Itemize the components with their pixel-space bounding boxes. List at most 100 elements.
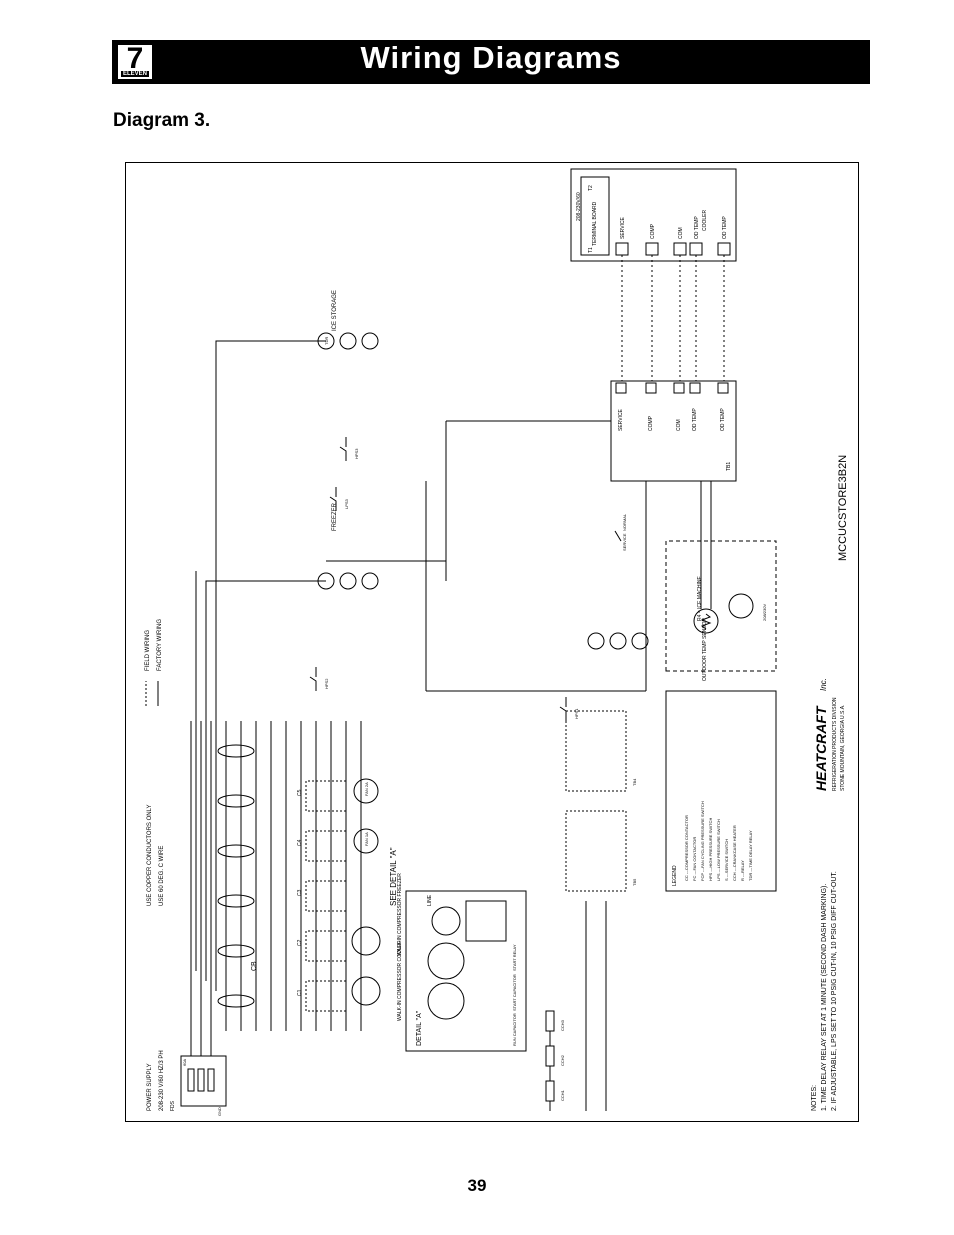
tb-term-comp: COMP xyxy=(650,223,656,239)
tb1-term-comp: COMP xyxy=(648,415,654,431)
cooler-relays xyxy=(587,632,649,650)
legend-entry-8: R ---RELAY xyxy=(740,860,745,881)
fan-1a: FAN 1A xyxy=(364,832,369,846)
lps3-label: LPS3 xyxy=(344,498,349,509)
legend-entry-5: LPS ---LOW PRESSURE SWITCH xyxy=(716,819,721,881)
hps1-label: HPS1 xyxy=(574,708,579,719)
legend-title: LEGEND xyxy=(672,865,678,886)
contactor-c5: C5 xyxy=(297,789,303,796)
pressure-switches: HPS3 LPS3 HPS2 HPS1 xyxy=(309,437,579,721)
seven-eleven-logo: 7 ELEVEN xyxy=(118,42,152,79)
tb-term-odtemp-1: OD TEMP xyxy=(694,216,700,239)
tb1-block: TB1 SERVICE COMP COM OD TEMP OD TEMP xyxy=(610,380,737,482)
legend: LEGEND CC ---COMPRESSOR CONTACTOR FC ---… xyxy=(665,690,777,892)
manufacturer-location: STONE MOUNTAIN, GEORGIA U.S.A. xyxy=(840,705,846,792)
factory-wiring-label: FACTORY WIRING xyxy=(157,619,163,671)
heatcraft-branding: HEATCRAFT Inc. REFRIGERATION PRODUCTS DI… xyxy=(813,678,846,791)
legend-entry-7: CCH ---CRANKCASE HEATER xyxy=(732,825,737,881)
contactor-c3: C3 xyxy=(297,889,303,896)
contactor-c1: C1 xyxy=(297,989,303,996)
contactor-c4: C4 xyxy=(297,839,303,846)
power-supply: POWER SUPPLY 208-230 V/60 HZ/3 PH FDS GN… xyxy=(147,1050,227,1116)
logo-seven: 7 xyxy=(126,42,144,75)
outdoor-temp-sensor: OUTDOOR TEMP SENSOR xyxy=(693,481,719,681)
service-label: SERVICE xyxy=(622,533,627,551)
wiring-diagram: 208-230V/60 TERMINAL BOARD T1 T2 SERVICE… xyxy=(125,162,859,1122)
conductor-note-2: USE 60 DEG. C WIRE xyxy=(159,846,165,906)
legend-entry-2: FC ---FAN CONTACTOR xyxy=(692,837,697,881)
tb-term-odtemp-2: OD TEMP xyxy=(722,216,728,239)
terminal-board: 208-230V/60 TERMINAL BOARD T1 T2 SERVICE… xyxy=(570,168,737,262)
see-detail-a: SEE DETAIL "A" xyxy=(389,847,398,906)
wiring-diagram-svg: 208-230V/60 TERMINAL BOARD T1 T2 SERVICE… xyxy=(145,168,849,1116)
freezer-relays: FREEZER xyxy=(317,502,379,590)
page-header: 7 ELEVEN Wiring Diagrams xyxy=(112,40,870,84)
ice-storage-label: ICE STORAGE xyxy=(332,290,338,331)
start-relay-label: START RELAY xyxy=(512,944,517,971)
fuse-rating: 60A xyxy=(182,1059,187,1066)
logo-brand-text: ELEVEN xyxy=(120,71,149,77)
legend-entry-6: S ---SERVICE SWITCH xyxy=(724,839,729,881)
ground-label: GND xyxy=(217,1107,222,1116)
ice-storage-relays: ICE STORAGE TDR xyxy=(317,290,379,350)
detail-a: DETAIL "A" RUN CAPACITOR START CAPACITOR… xyxy=(405,890,527,1052)
tb-title: TERMINAL BOARD xyxy=(592,201,598,246)
tb-t1: T1 xyxy=(588,247,594,253)
tb5-label: TB5 xyxy=(632,878,637,886)
crankcase-heaters: CCH1 CCH2 CCH3 xyxy=(545,901,607,1111)
tb1-term-odtemp-2: OD TEMP xyxy=(720,408,726,431)
run-capacitor-label: RUN CAPACITOR xyxy=(512,1013,517,1046)
service-switch: NORMAL SERVICE xyxy=(614,513,627,551)
walkin-cooler-label: WALK-IN COMPRESSOR COOLER xyxy=(397,940,403,1021)
start-capacitor-label: START CAPACITOR xyxy=(512,974,517,1011)
tb1-term-com: COM xyxy=(676,419,682,431)
detail-a-label: DETAIL "A" xyxy=(416,1010,423,1046)
cb-label: CB xyxy=(251,961,258,971)
diagram-label: Diagram 3. xyxy=(113,110,211,131)
page-number: 39 xyxy=(467,1176,487,1195)
tb1-term-service: SERVICE xyxy=(618,408,624,431)
control-wiring xyxy=(195,340,647,991)
tb-term-com: COM xyxy=(678,227,684,239)
tb-cooler: COOLER xyxy=(702,209,708,231)
tb1-label: TB1 xyxy=(726,462,732,471)
ice-machine-label: R4 = ICE MACHINE xyxy=(697,575,703,621)
motors: FAN 1A FAN 2A WALK-IN COMPRESSOR COOLER … xyxy=(351,778,403,1021)
legend-entry-4: HPS ---HIGH PRESSURE SWITCH xyxy=(708,818,713,881)
hps2-label: HPS2 xyxy=(324,678,329,689)
notes-title: NOTES: xyxy=(811,1085,818,1111)
fan-2a: FAN 2A xyxy=(364,782,369,796)
tb-t2: T2 xyxy=(588,185,594,191)
page-title: Wiring Diagrams xyxy=(360,40,622,75)
normal-label: NORMAL xyxy=(622,513,627,531)
ice-voltage-label: 208/230V xyxy=(762,604,767,621)
contactor-c2: C2 xyxy=(297,939,303,946)
field-wiring-label: FIELD WIRING xyxy=(145,630,151,671)
notes: NOTES: 1. TIME DELAY RELAY SET AT 1 MINU… xyxy=(811,871,838,1111)
wiring-key: FIELD WIRING FACTORY WIRING xyxy=(145,619,163,706)
fds-label: FDS xyxy=(170,1100,176,1111)
cch2-label: CCH2 xyxy=(560,1054,565,1066)
logo-brand: ELEVEN xyxy=(118,71,152,77)
tb1-term-odtemp-1: OD TEMP xyxy=(692,408,698,431)
note-2: 2. IF ADJUSTABLE, LPS SET TO 10 PSIG CUT… xyxy=(831,871,838,1111)
note-1: 1. TIME DELAY RELAY SET AT 1 MINUTE (SEC… xyxy=(821,884,828,1111)
outdoor-temp-label: OUTDOOR TEMP SENSOR xyxy=(702,617,708,681)
power-supply-label: POWER SUPPLY xyxy=(147,1063,153,1111)
cch1-label: CCH1 xyxy=(560,1089,565,1101)
freezer-label: FREEZER xyxy=(332,502,338,531)
manufacturer-division: REFRIGERATION PRODUCTS DIVISION xyxy=(832,697,838,791)
power-spec-label: 208-230 V/60 HZ/3 PH xyxy=(159,1050,165,1111)
tb4-label: TB4 xyxy=(632,778,637,786)
line-label: LINE xyxy=(427,894,433,906)
manufacturer-name: HEATCRAFT xyxy=(813,705,829,791)
fcp-blocks: TB5 TB4 xyxy=(565,710,637,892)
legend-entry-1: CC ---COMPRESSOR CONTACTOR xyxy=(684,815,689,881)
ice-tdr: TDR xyxy=(324,337,329,345)
ice-machine-block: R4 = ICE MACHINE 208/230V xyxy=(665,540,777,672)
model-name: MCCUCSTORE3B2N xyxy=(837,455,849,561)
manufacturer-suffix: Inc. xyxy=(819,678,828,691)
contactor-blocks: C1 C2 C3 C4 C5 CB xyxy=(251,780,347,1012)
legend-entry-3: FCP ---FAN CYCLING PRESSURE SWITCH xyxy=(700,801,705,881)
conductor-note-1: USE COPPER CONDUCTORS ONLY xyxy=(147,805,153,906)
